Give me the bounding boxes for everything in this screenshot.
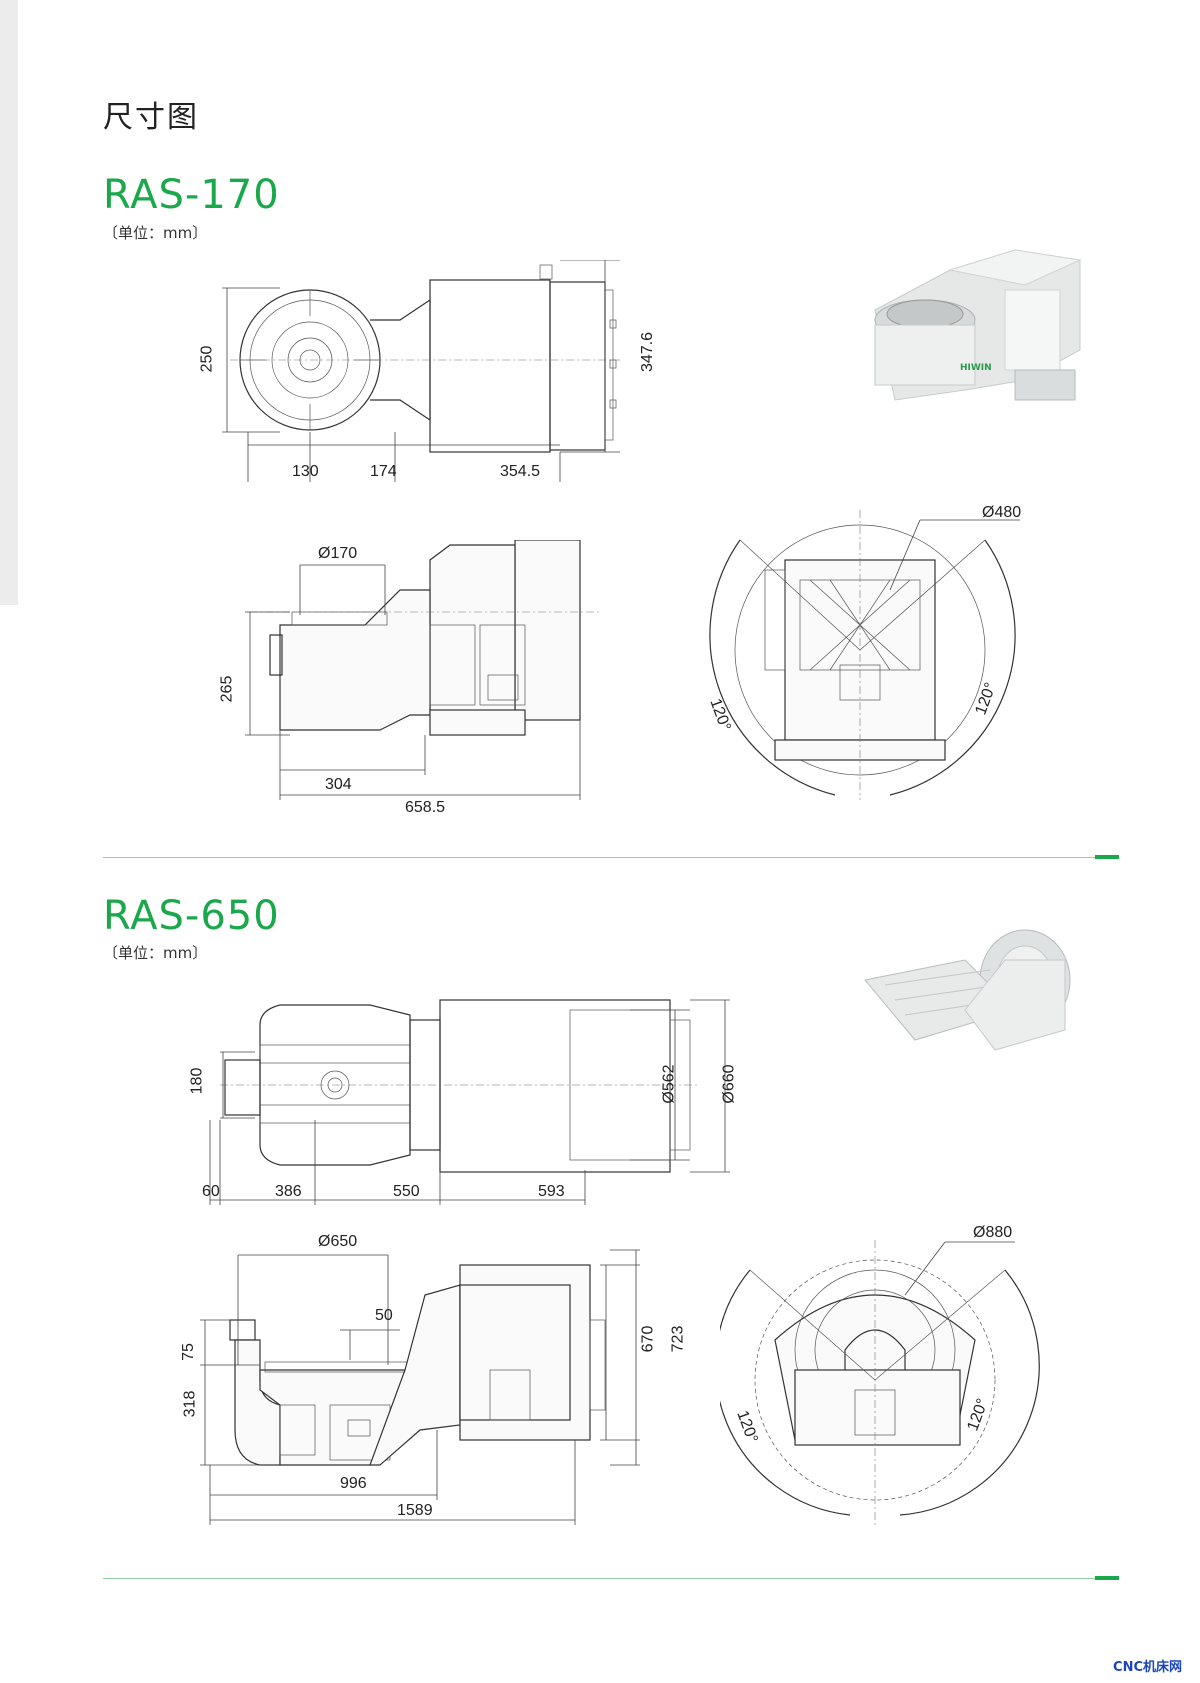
dim-1589: 1589 [397,1502,433,1519]
dim-60: 60 [202,1183,220,1200]
dim-354-5: 354.5 [500,463,541,480]
ras650-side-view [200,1249,640,1525]
section-divider-1 [103,857,1118,858]
dim-318: 318 [181,1390,199,1418]
dim-75: 75 [179,1343,197,1361]
dim-658-5: 658.5 [405,799,446,816]
ras170-top-view [222,260,620,482]
ras170-front-view [709,510,1020,800]
dim-304: 304 [325,776,352,793]
dim-dia-170: Ø170 [318,545,358,562]
section-divider-accent-2 [1095,1576,1119,1580]
dim-550: 550 [393,1183,420,1200]
ras650-top-view [209,999,730,1205]
page-title: 尺寸图 [103,100,199,135]
section-divider-accent-1 [1095,855,1119,859]
dim-dia-480: Ø480 [982,504,1022,521]
dim-dia-650: Ø650 [318,1233,358,1250]
side-strip [0,0,18,605]
dim-593: 593 [538,1183,565,1200]
dim-670: 670 [639,1325,657,1353]
dim-996: 996 [340,1475,367,1492]
ras170-side-view [245,540,600,800]
dim-130: 130 [292,463,319,480]
dim-dia-880: Ø880 [973,1224,1013,1241]
unit-label-ras-650: 〔单位：mm〕 [103,944,208,962]
hiwin-logo: HIWIN [960,363,992,373]
section-divider-2 [103,1578,1118,1579]
dim-dia-562: Ø562 [660,1064,678,1104]
dim-386: 386 [275,1183,302,1200]
model-title-ras-170: RAS-170 [103,172,280,218]
dim-dia-660: Ø660 [720,1064,738,1104]
dim-174: 174 [370,463,397,480]
watermark: CNC机床网 [1113,1660,1182,1675]
dim-50: 50 [375,1307,393,1324]
model-title-ras-650: RAS-650 [103,893,280,939]
ras650-product-image [864,929,1071,1051]
ras650-front-view [720,1240,1040,1525]
unit-label-ras-170: 〔单位：mm〕 [103,224,208,242]
dim-723: 723 [669,1325,687,1353]
dim-265: 265 [218,675,236,703]
dim-347-6: 347.6 [639,331,657,373]
ras170-product-image: HIWIN [874,249,1082,401]
dim-180: 180 [188,1067,206,1095]
dim-250: 250 [198,345,216,373]
